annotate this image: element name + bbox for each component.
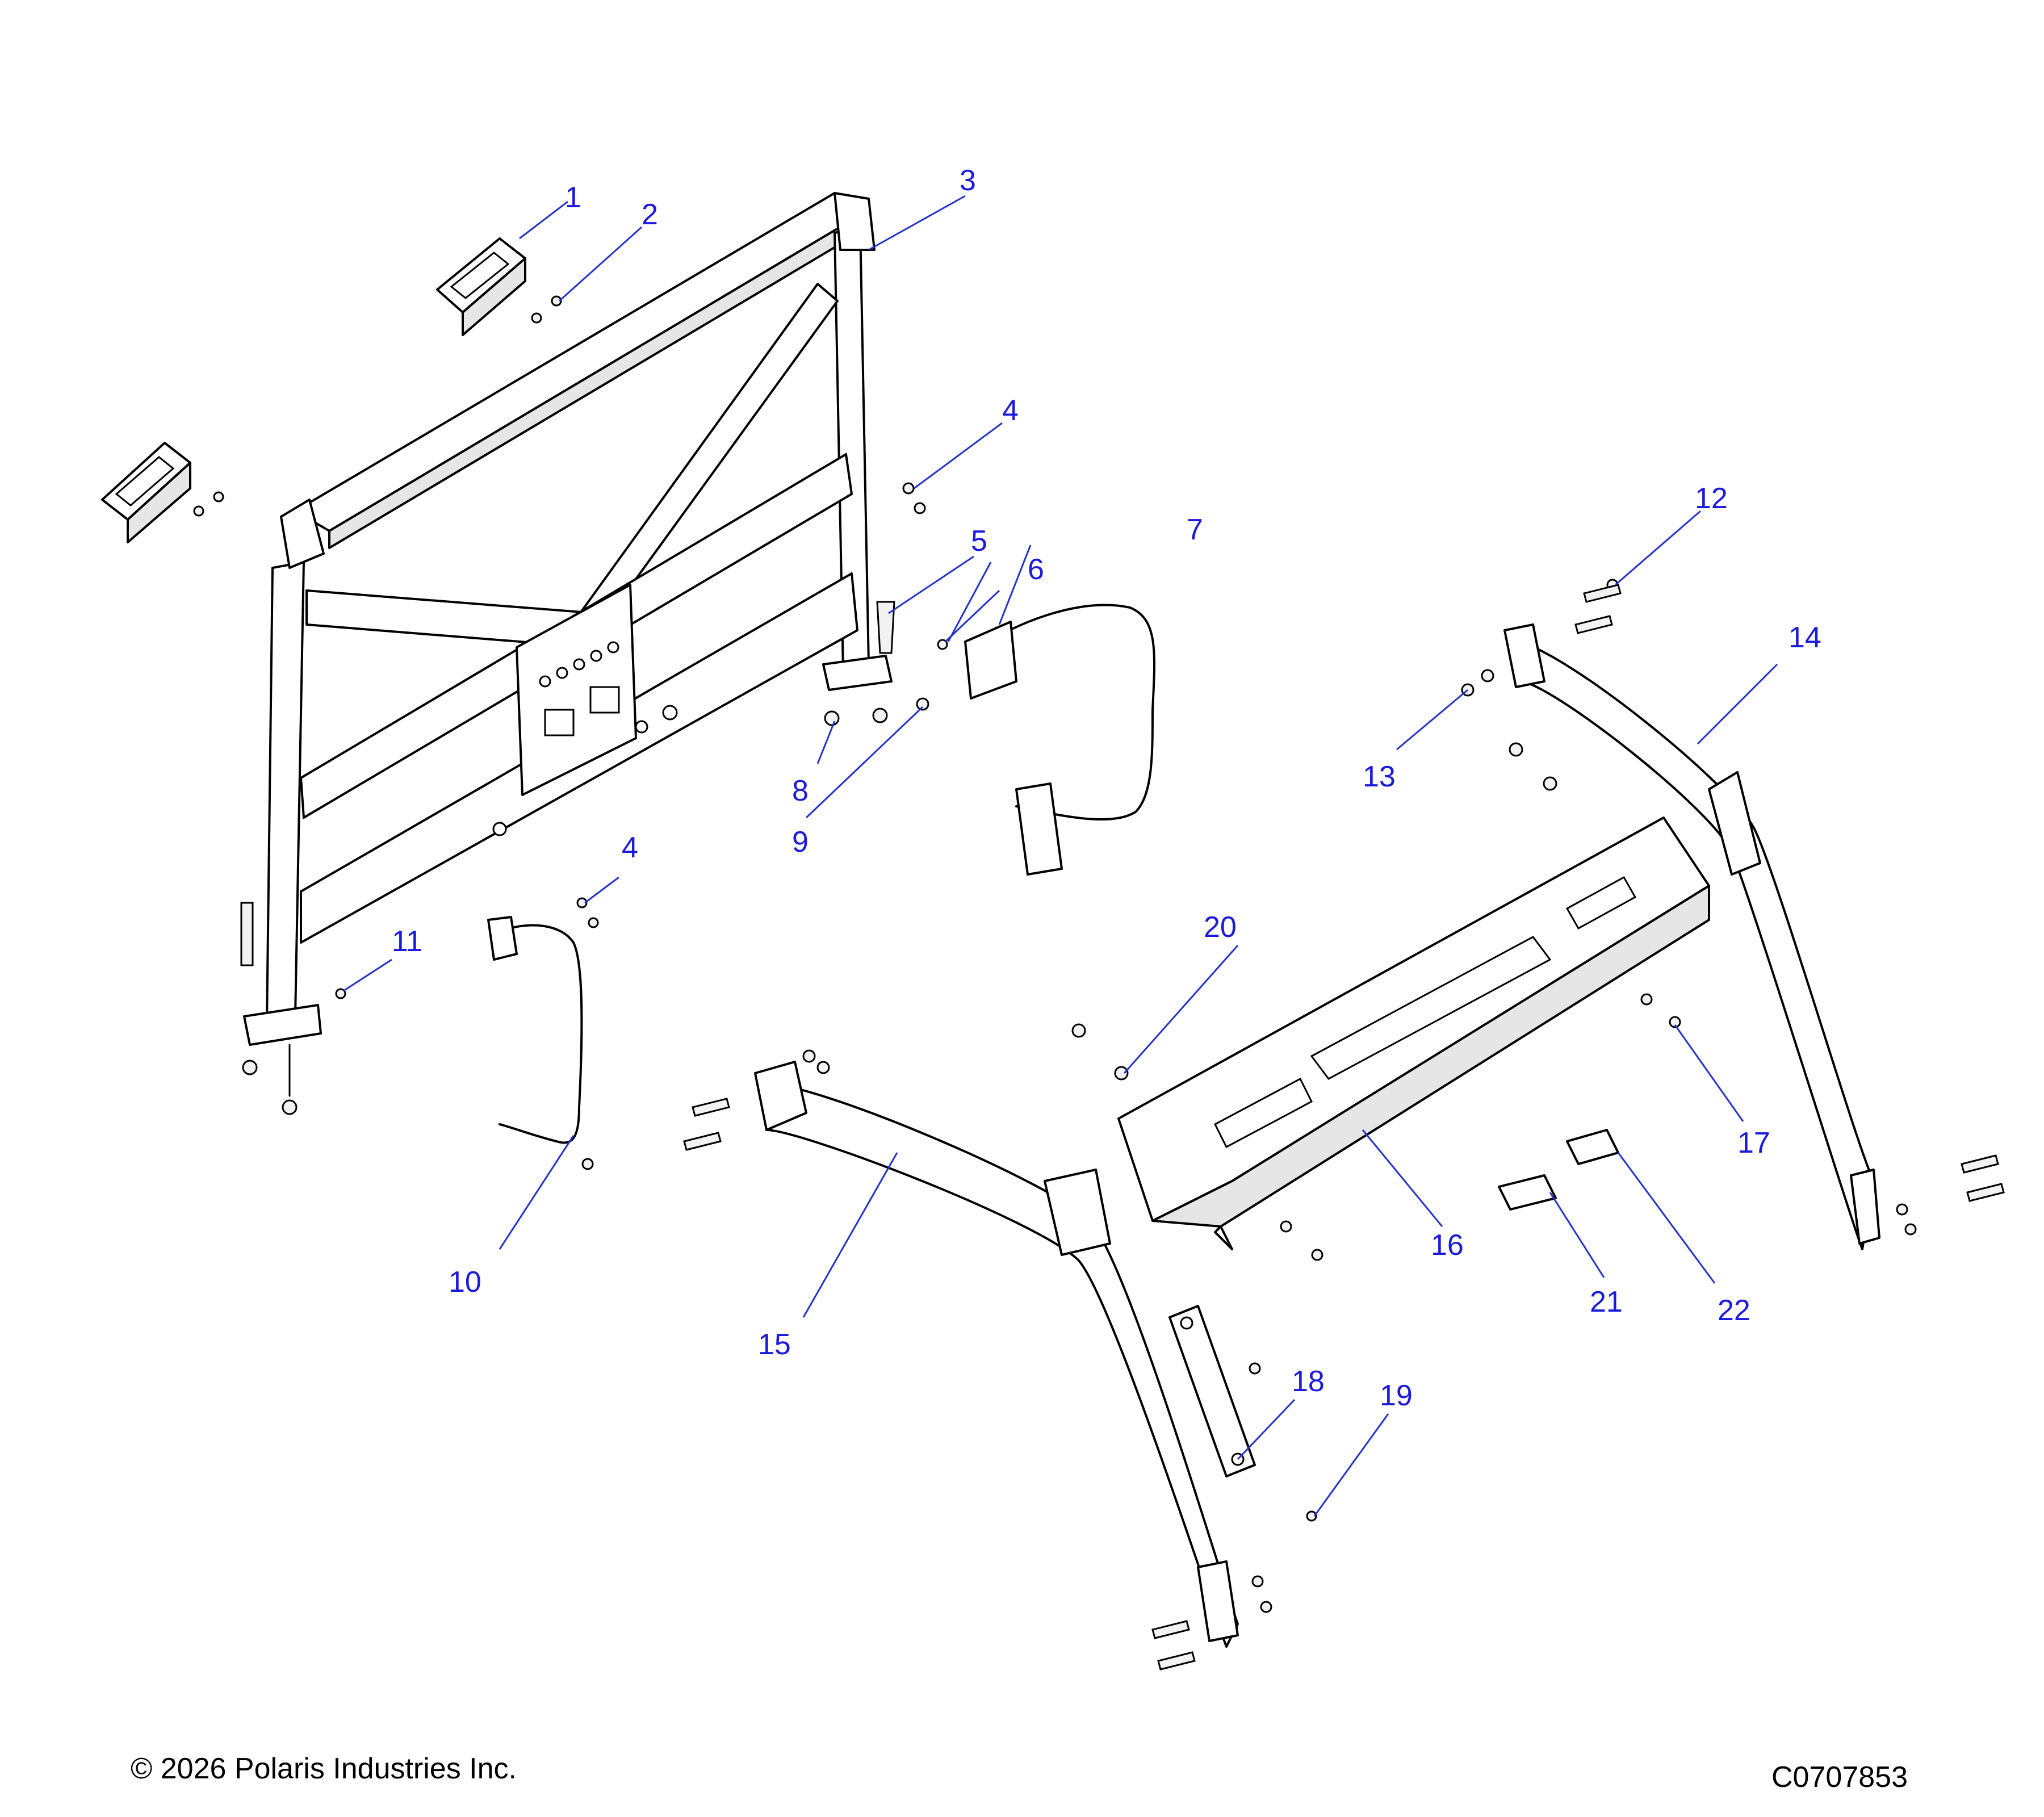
callout-12: 12 [1695, 482, 1728, 515]
callout-2: 2 [642, 198, 658, 231]
callout-17: 17 [1737, 1127, 1770, 1159]
rear-cab-frame [243, 192, 893, 1097]
callout-1: 1 [565, 181, 581, 214]
callout-4b: 4 [622, 831, 638, 864]
left-roof-tube [754, 1061, 1239, 1648]
callout-15: 15 [758, 1328, 791, 1361]
roof-support-bracket [1168, 1305, 1256, 1477]
callout-7: 7 [1187, 513, 1203, 546]
callout-10: 10 [449, 1266, 481, 1299]
label-decal [1498, 1174, 1557, 1211]
roof-panel [1117, 817, 1710, 1250]
callout-22: 22 [1718, 1294, 1750, 1327]
callout-14: 14 [1789, 621, 1821, 654]
label-decal [1566, 1129, 1619, 1165]
grab-handle [436, 237, 526, 336]
leader-lines [343, 195, 1778, 1517]
callout-9: 9 [792, 826, 809, 859]
callout-4: 4 [1002, 394, 1019, 427]
copyright-notice: © 2026 Polaris Industries Inc. [131, 1752, 517, 1785]
callout-20: 20 [1204, 911, 1237, 944]
callout-18: 18 [1292, 1365, 1325, 1398]
callout-21: 21 [1590, 1286, 1623, 1318]
callout-19: 19 [1380, 1379, 1413, 1412]
side-grab-bar-lower [487, 916, 583, 1144]
callout-8: 8 [792, 774, 809, 807]
callout-5: 5 [971, 525, 987, 558]
hardware-fasteners [193, 295, 2005, 1671]
callout-labels: 1 2 3 4 5 6 7 8 9 4 10 11 12 13 14 15 16… [392, 164, 1821, 1412]
right-roof-tube [1503, 623, 1880, 1250]
drawing-number: C0707853 [1771, 1761, 1908, 1794]
side-grab-bar [964, 604, 1155, 876]
callout-11: 11 [392, 925, 422, 958]
callout-16: 16 [1431, 1229, 1464, 1262]
grab-handle [101, 442, 191, 543]
callout-6: 6 [1028, 553, 1044, 586]
callout-13: 13 [1363, 760, 1396, 793]
callout-3: 3 [960, 164, 976, 197]
